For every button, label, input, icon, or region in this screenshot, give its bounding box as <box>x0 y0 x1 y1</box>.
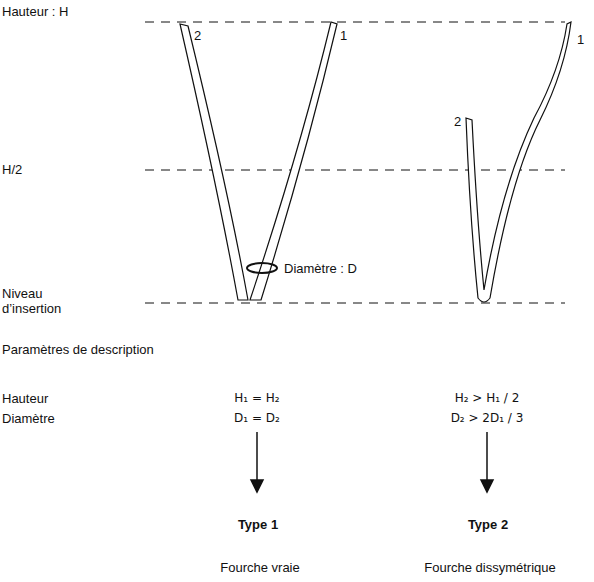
branch-number: 1 <box>577 32 584 47</box>
branch-number: 2 <box>454 114 461 129</box>
stem-1-left <box>250 22 337 300</box>
diameter-label: Diamètre : D <box>284 261 357 276</box>
stem-2-left <box>180 24 248 300</box>
insertion-label: Niveau d’insertion <box>2 286 74 316</box>
branch-number: 2 <box>194 28 201 43</box>
type-caption: Fourche vraie <box>220 560 299 575</box>
half-height-line <box>145 170 565 171</box>
branch-number: 1 <box>340 28 347 43</box>
height-label: Hauteur : H <box>2 4 68 19</box>
type-caption: Fourche dissymétrique <box>424 560 556 575</box>
condition: D₂ > 2D₁ / 3 <box>451 411 524 426</box>
arrow-head <box>251 480 263 492</box>
condition: D₁ = D₂ <box>234 411 280 426</box>
type-label: Type 1 <box>238 517 278 532</box>
arrow-type1 <box>256 432 258 484</box>
insertion-line <box>145 303 565 304</box>
section-heading: Paramètres de description <box>2 342 154 357</box>
half-height-label: H/2 <box>2 162 22 177</box>
parameter-name: Diamètre <box>2 411 55 426</box>
diameter-ring <box>247 263 277 273</box>
arrow-head <box>481 480 493 492</box>
right-fork <box>466 22 571 302</box>
condition: H₂ > H₁ / 2 <box>455 391 520 406</box>
arrow-type2 <box>486 432 488 484</box>
condition: H₁ = H₂ <box>234 391 279 406</box>
height-line <box>145 22 565 23</box>
parameter-name: Hauteur <box>2 391 48 406</box>
type-label: Type 2 <box>468 517 508 532</box>
